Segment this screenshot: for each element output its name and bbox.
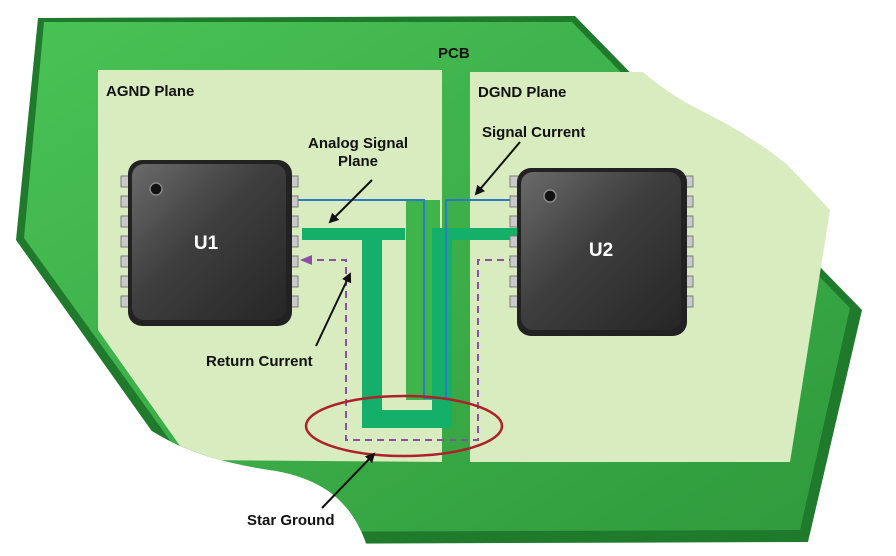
pin1-dot (149, 182, 163, 196)
star-ground-label: Star Ground (247, 512, 335, 529)
star-ground-arrow (321, 452, 376, 509)
chip-u2: U2 (509, 168, 694, 336)
chip-u1-label: U1 (194, 233, 219, 254)
analog-signal-plane-arrow (328, 179, 373, 224)
agnd-plane-label: AGND Plane (106, 83, 194, 100)
dgnd-plane-label: DGND Plane (478, 84, 566, 101)
return-current-label: Return Current (206, 353, 313, 370)
signal-current-label: Signal Current (482, 124, 585, 141)
chip-u1: U1 (120, 160, 299, 326)
analog-signal-plane-label-line1: Analog Signal (308, 135, 408, 152)
pcb-label: PCB (438, 45, 470, 62)
analog-signal-plane-label-line2: Plane (338, 153, 378, 170)
star-ground-ellipse (304, 394, 504, 458)
chip-u2-label: U2 (589, 240, 613, 261)
signal-current-arrow (474, 141, 521, 196)
return-current-arrow (315, 272, 352, 347)
pin1-dot (543, 189, 557, 203)
